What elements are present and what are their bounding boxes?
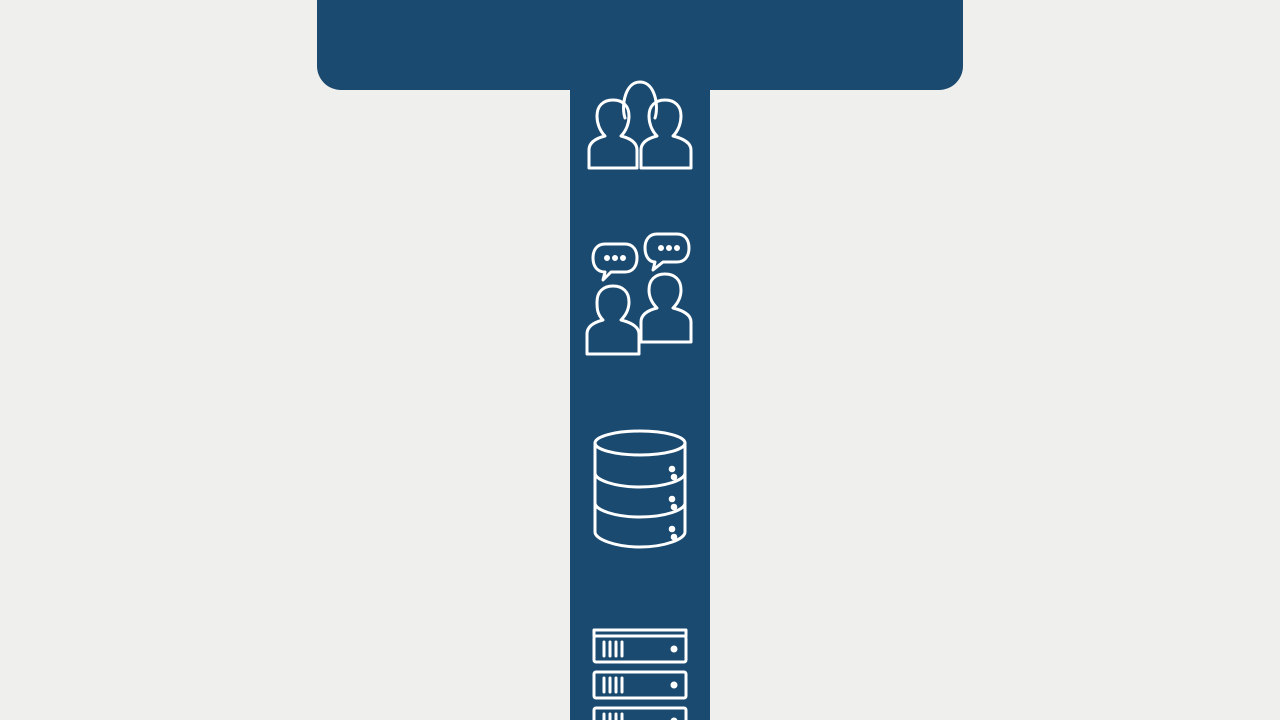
database-icon: [590, 427, 690, 552]
people-group-icon: [585, 78, 695, 173]
t-shape-stem: [570, 60, 710, 720]
discussion-icon: [583, 230, 697, 358]
server-rack-icon: [590, 626, 690, 720]
